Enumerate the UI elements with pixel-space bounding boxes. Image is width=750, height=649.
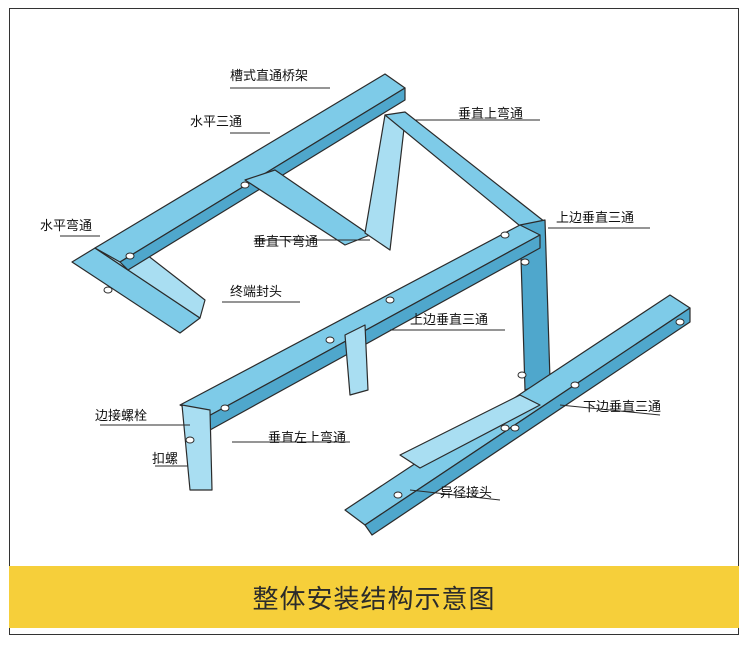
tray-left-drop	[181, 404, 213, 491]
label-upper-side-tee-mid: 上边垂直三通	[410, 313, 488, 328]
bolt-hole	[393, 491, 403, 499]
bolt-hole	[185, 436, 195, 444]
tray-vertical-down	[364, 114, 406, 251]
tray-middle-post	[344, 324, 369, 396]
label-end-cap: 终端封头	[230, 284, 282, 300]
bolt-hole	[510, 424, 520, 432]
leader-reducer	[409, 489, 501, 501]
bolt-hole	[240, 181, 250, 189]
bolt-hole	[220, 404, 230, 412]
label-vertical-left-up-elbow: 垂直左上弯通	[268, 430, 346, 446]
label-side-bolt: 边接螺栓	[95, 408, 147, 424]
label-vertical-up-elbow: 垂直上弯通	[458, 106, 523, 122]
bolt-hole	[675, 318, 685, 326]
label-horizontal-elbow: 水平弯通	[40, 218, 92, 234]
tray-horizontal-tee-branch	[244, 169, 371, 246]
tray-lower-tee	[399, 394, 541, 469]
leader-lower-side-tee	[559, 404, 661, 416]
tray-lower-run-wall	[364, 307, 691, 536]
bolt-hole	[125, 252, 135, 260]
caption-bar: 整体安装结构示意图	[9, 566, 739, 628]
bolt-hole	[517, 371, 527, 379]
bolt-hole	[500, 231, 510, 239]
bolt-hole	[325, 336, 335, 344]
label-horizontal-tee: 水平三通	[190, 115, 242, 130]
label-straight-tray: 槽式直通桥架	[230, 69, 308, 84]
bolt-hole	[570, 381, 580, 389]
label-lower-side-tee: 下边垂直三通	[583, 400, 661, 415]
bolt-hole	[500, 424, 510, 432]
bolt-hole	[103, 286, 113, 294]
bolt-hole	[385, 296, 395, 304]
caption-title: 整体安装结构示意图	[252, 584, 496, 615]
tray-middle-run-wall	[204, 234, 541, 431]
tray-vertical-up-top	[384, 111, 546, 231]
bolt-hole	[520, 258, 530, 266]
label-upper-side-tee-right: 上边垂直三通	[556, 211, 634, 226]
label-reducer: 异径接头	[440, 485, 492, 501]
label-vertical-down-elbow: 垂直下弯通	[253, 234, 318, 250]
label-clamp: 扣螺	[152, 452, 178, 467]
